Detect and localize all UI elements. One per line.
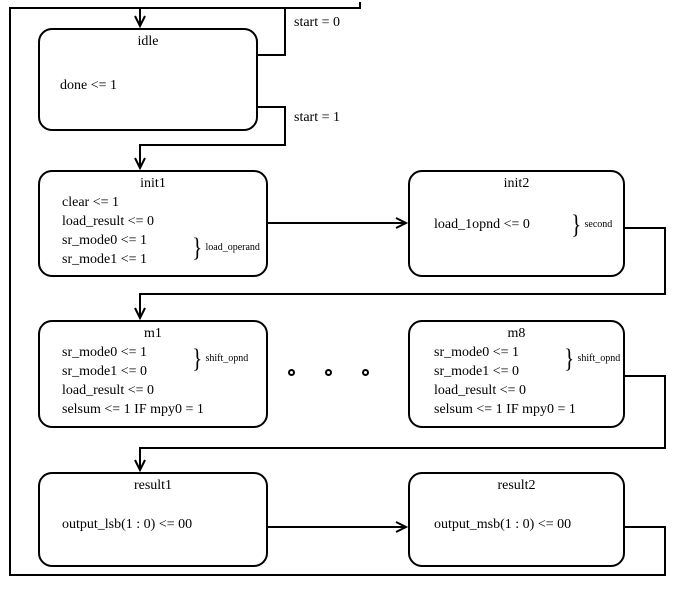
state-actions-init2: load_1opnd <= 0 bbox=[434, 215, 530, 234]
curly-brace-icon: } bbox=[571, 210, 582, 240]
state-actions-result2: output_msb(1 : 0) <= 00 bbox=[434, 515, 571, 534]
action-line: load_result <= 0 bbox=[62, 383, 154, 398]
state-actions-m8: sr_mode0 <= 1 sr_mode1 <= 0 load_result … bbox=[434, 343, 576, 419]
state-title-result1: result1 bbox=[133, 478, 173, 493]
action-brace-init2: }second bbox=[570, 210, 613, 240]
state-title-init1: init1 bbox=[140, 176, 166, 191]
action-line: load_result <= 0 bbox=[62, 214, 154, 229]
action-brace-init1: }load_operand bbox=[191, 233, 260, 263]
state-box-result2[interactable]: result2 output_msb(1 : 0) <= 00 bbox=[408, 472, 625, 567]
state-box-m1[interactable]: m1 sr_mode0 <= 1 sr_mode1 <= 0 load_resu… bbox=[38, 320, 268, 428]
state-title-m8: m8 bbox=[507, 326, 526, 341]
state-title-idle: idle bbox=[137, 34, 159, 49]
brace-label: shift_opnd bbox=[577, 353, 621, 365]
action-line: selsum <= 1 IF mpy0 = 1 bbox=[62, 402, 204, 417]
action-line: output_msb(1 : 0) <= 00 bbox=[434, 517, 572, 532]
action-brace-m8: }shift_opnd bbox=[563, 344, 621, 374]
state-title-result2: result2 bbox=[497, 478, 536, 493]
action-line: clear <= 1 bbox=[62, 195, 119, 210]
brace-label: shift_opnd bbox=[205, 353, 249, 365]
state-actions-result1: output_lsb(1 : 0) <= 00 bbox=[62, 515, 192, 534]
transition-label-start-1: start = 1 bbox=[294, 110, 340, 125]
action-line: load_1opnd <= 0 bbox=[434, 217, 530, 232]
action-line: sr_mode0 <= 1 bbox=[62, 233, 148, 248]
action-brace-m1: }shift_opnd bbox=[191, 344, 249, 374]
curly-brace-icon: } bbox=[192, 233, 203, 263]
action-line: sr_mode0 <= 1 bbox=[434, 345, 520, 360]
state-box-init2[interactable]: init2 load_1opnd <= 0 }second bbox=[408, 170, 625, 277]
state-actions-init1: clear <= 1 load_result <= 0 sr_mode0 <= … bbox=[62, 193, 154, 269]
state-title-m1: m1 bbox=[144, 326, 162, 341]
action-line: selsum <= 1 IF mpy0 = 1 bbox=[434, 402, 576, 417]
action-line: sr_mode1 <= 0 bbox=[434, 364, 520, 379]
brace-label: load_operand bbox=[205, 242, 260, 254]
ellipsis-dot bbox=[288, 369, 295, 376]
action-line: sr_mode0 <= 1 bbox=[62, 345, 148, 360]
state-actions-m1: sr_mode0 <= 1 sr_mode1 <= 0 load_result … bbox=[62, 343, 204, 419]
curly-brace-icon: } bbox=[564, 344, 575, 374]
action-line: done <= 1 bbox=[60, 78, 118, 93]
state-box-result1[interactable]: result1 output_lsb(1 : 0) <= 00 bbox=[38, 472, 268, 567]
state-box-init1[interactable]: init1 clear <= 1 load_result <= 0 sr_mod… bbox=[38, 170, 268, 277]
ellipsis-dot bbox=[325, 369, 332, 376]
curly-brace-icon: } bbox=[192, 344, 203, 374]
state-box-m8[interactable]: m8 sr_mode0 <= 1 sr_mode1 <= 0 load_resu… bbox=[408, 320, 625, 428]
transition-label-start-0: start = 0 bbox=[294, 15, 340, 30]
state-box-idle[interactable]: idle done <= 1 bbox=[38, 28, 258, 131]
ellipsis-dot bbox=[362, 369, 369, 376]
brace-label: second bbox=[584, 219, 613, 231]
action-line: sr_mode1 <= 0 bbox=[62, 364, 148, 379]
state-actions-idle: done <= 1 bbox=[60, 76, 117, 95]
action-line: sr_mode1 <= 1 bbox=[62, 252, 148, 267]
action-line: output_lsb(1 : 0) <= 00 bbox=[62, 517, 193, 532]
state-title-init2: init2 bbox=[503, 176, 530, 191]
action-line: load_result <= 0 bbox=[434, 383, 526, 398]
